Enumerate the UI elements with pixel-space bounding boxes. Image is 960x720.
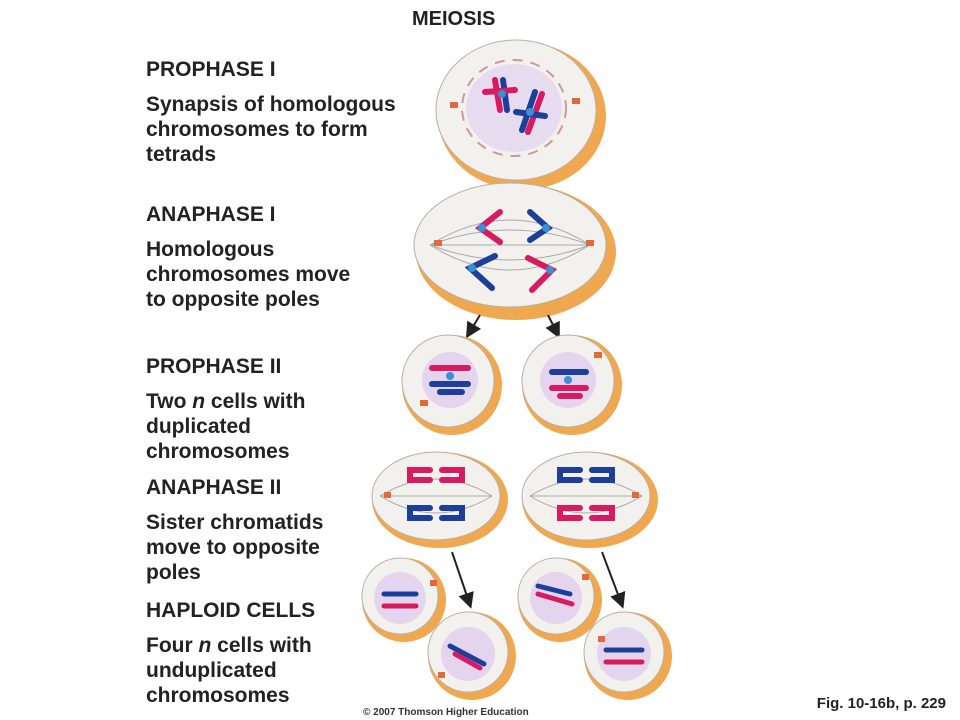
desc-n: n [198, 634, 212, 657]
stage-heading: ANAPHASE I [146, 203, 276, 226]
stage-haploid-cells: HAPLOID CELLS Four n cells with unduplic… [146, 598, 315, 708]
anaphase-2-cell-left [371, 451, 508, 548]
haploid-cell-3 [517, 557, 602, 642]
desc-post: cells with unduplicated chromosomes [146, 634, 312, 707]
stage-heading: ANAPHASE II [146, 476, 282, 499]
haploid-cell-1 [361, 557, 446, 642]
stage-description: Sister chromatids move to opposite poles [146, 511, 324, 584]
arrow-haploid-left [451, 551, 474, 609]
stage-anaphase-2: ANAPHASE II Sister chromatids move to op… [146, 475, 323, 585]
stage-description: Homologous chromosomes move to opposite … [146, 238, 351, 311]
stage-anaphase-1: ANAPHASE I Homologous chromosomes move t… [146, 202, 350, 312]
prophase-1-cell [435, 39, 606, 190]
desc-pre: Two [146, 390, 193, 413]
desc-pre: Four [146, 634, 199, 657]
stage-heading: PROPHASE II [146, 355, 282, 378]
stage-description: Four n cells with unduplicated chromosom… [146, 633, 315, 708]
stage-heading: HAPLOID CELLS [146, 599, 316, 622]
desc-n: n [192, 390, 206, 413]
stage-prophase-1: PROPHASE I Synapsis of homologous chromo… [146, 57, 396, 167]
figure-reference: Fig. 10-16b, p. 229 [816, 695, 946, 712]
stage-description: Two n cells with duplicated chromosomes [146, 389, 305, 464]
desc-post: cells with duplicated chromosomes [146, 390, 306, 463]
prophase-2-cell-left [401, 334, 502, 435]
stage-heading: PROPHASE I [146, 58, 276, 81]
arrow-haploid-right [601, 551, 626, 609]
arrow-right-1 [545, 314, 560, 339]
copyright: © 2007 Thomson Higher Education [363, 707, 529, 718]
stage-description: Synapsis of homologous chromosomes to fo… [146, 93, 396, 166]
haploid-cell-2 [427, 611, 516, 700]
anaphase-1-cell [413, 182, 616, 320]
diagram-title: MEIOSIS [412, 8, 496, 30]
anaphase-2-cell-right [521, 451, 658, 548]
prophase-2-cell-right [521, 334, 622, 435]
haploid-cell-4 [583, 611, 672, 700]
arrow-left-1 [465, 314, 482, 339]
stage-prophase-2: PROPHASE II Two n cells with duplicated … [146, 354, 305, 464]
